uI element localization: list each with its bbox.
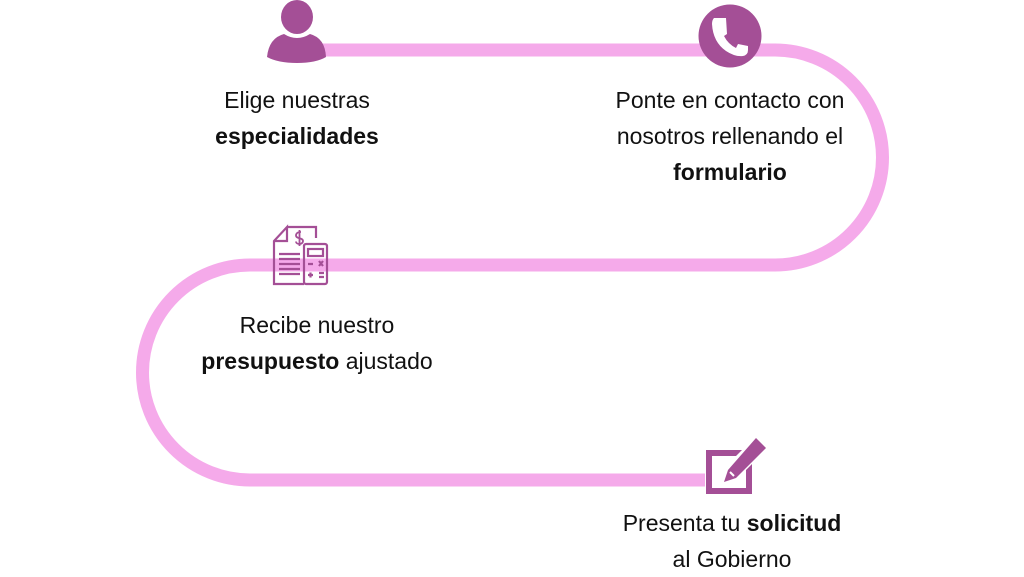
step-3-text: Recibe nuestro presupuesto ajustado [140,307,494,379]
step-3-line1: Recibe nuestro [239,312,395,338]
user-icon [267,0,326,63]
step-2-line1: Ponte en contacto con [615,87,845,113]
step-4-text: Presenta tu solicitud al Gobierno [560,505,904,577]
phone-icon [698,4,762,68]
step-3-line2: presupuesto ajustado [140,343,494,379]
step-4-line2: al Gobierno [672,546,792,572]
step-1-line1: Elige nuestras [224,87,370,113]
edit-icon [706,438,766,494]
invoice-calculator-icon [272,224,329,286]
step-3-bold: presupuesto [201,348,340,374]
step-2-bold: formulario [673,159,787,185]
step-1-text: Elige nuestras especialidades [150,82,444,154]
step-4-bold: solicitud [746,510,842,536]
step-2-line2: nosotros rellenando el [616,123,844,149]
step-4-line1: Presenta tu [622,510,747,536]
step-4-line1-row: Presenta tu solicitud [560,505,904,541]
step-2-text: Ponte en contacto con nosotros rellenand… [550,82,910,190]
step-3-after: ajustado [339,348,433,374]
step-1-bold: especialidades [215,123,379,149]
